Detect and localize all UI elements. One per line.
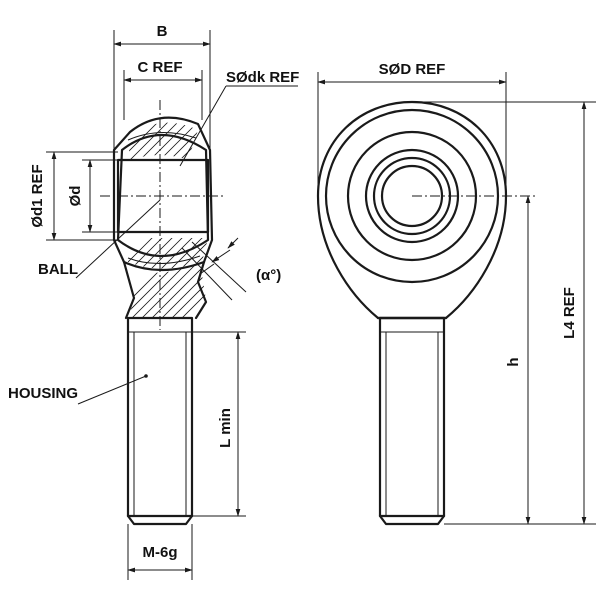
alpha-line-2 [191, 241, 247, 293]
ring-bore [380, 164, 444, 228]
thread-lines [128, 331, 192, 516]
hatch-top [128, 122, 198, 160]
leader-housing [77, 375, 147, 405]
leader-sodk [179, 85, 227, 167]
label-c-ref: C REF [138, 59, 183, 76]
label-b: B [157, 23, 168, 40]
label-ball: BALL [38, 261, 78, 278]
label-m-6g: M-6g [143, 544, 178, 561]
leader-ball [75, 199, 161, 279]
label-alpha: (α°) [256, 267, 281, 284]
label-housing: HOUSING [8, 385, 78, 402]
leader-housing-dot [144, 374, 148, 378]
label-l-min: L min [217, 408, 234, 448]
hatch-neck [128, 262, 206, 318]
front-view: SØD REF h L4 REF [316, 61, 596, 526]
label-sodk-ref: SØdk REF [226, 69, 299, 86]
label-od1-ref: Ød1 REF [29, 164, 46, 227]
head-outline [316, 100, 508, 320]
ball-outline [116, 133, 210, 257]
housing-shank [126, 316, 194, 518]
label-l4-ref: L4 REF [561, 287, 578, 339]
alpha-line-1 [181, 247, 233, 301]
race-line-bottom [127, 255, 201, 265]
housing-neck [122, 260, 208, 320]
front-thread-lines [380, 331, 444, 516]
alpha-arrow-1 [211, 249, 231, 263]
race-line-top [127, 131, 197, 141]
front-shank [378, 316, 446, 518]
label-h: h [505, 357, 522, 366]
label-sod-ref: SØD REF [379, 61, 446, 78]
front-shank-chamfer [378, 514, 446, 526]
alpha-arrow-2 [199, 263, 215, 275]
alpha-arrow-3 [227, 237, 239, 249]
shank-chamfer [126, 514, 194, 526]
section-view: B C REF SØdk REF Ød1 REF Ød BALL (α°) HO… [8, 23, 299, 580]
label-od: Ød [67, 186, 84, 207]
hatch-bottom [118, 238, 208, 269]
